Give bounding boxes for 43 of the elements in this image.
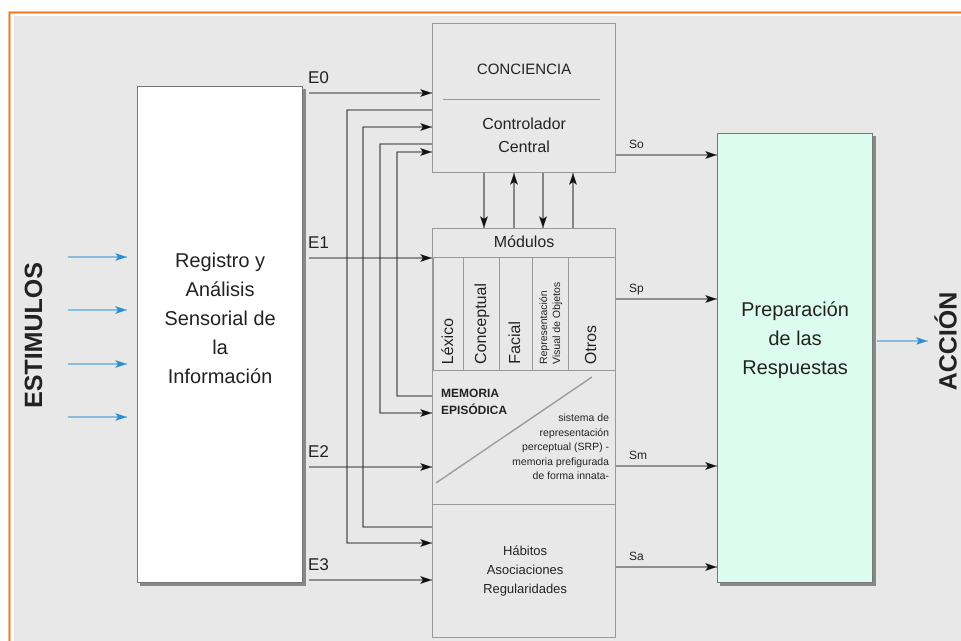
box-label: Controlador Central (481, 115, 567, 158)
arrow (68, 306, 127, 314)
side-label: ESTIMULOS (20, 262, 48, 408)
arrow (616, 563, 717, 571)
module-label: Conceptual (472, 283, 490, 364)
arrow (362, 123, 432, 528)
box-heading: MEMORIA EPISÓDICA (441, 385, 508, 419)
arrow (616, 295, 717, 303)
module-label: Facial (507, 321, 525, 364)
side-label: ACCIÓN (934, 292, 961, 390)
module-label: Léxico (440, 318, 458, 364)
module-label: Otros (583, 324, 601, 364)
process-box (432, 23, 616, 173)
arrow (309, 254, 432, 262)
box-heading: Módulos (492, 234, 556, 252)
box-heading: CONCIENCIA (476, 61, 572, 78)
arrow (68, 413, 127, 421)
arrow (309, 89, 432, 97)
process-box (137, 86, 303, 583)
arrow (309, 463, 432, 471)
arrow (346, 109, 432, 547)
arrow (379, 143, 432, 417)
arrow (569, 173, 577, 228)
module-panel (432, 228, 616, 371)
module-column (433, 257, 464, 371)
arrow (877, 337, 928, 345)
arrow (510, 173, 518, 228)
arrow (309, 576, 432, 584)
memory-panel (432, 370, 616, 505)
arrow (616, 462, 717, 470)
box-label: Hábitos Asociaciones Regularidades (482, 542, 568, 598)
process-box (717, 133, 873, 583)
arrow (480, 173, 488, 228)
memory-panel (432, 504, 616, 638)
arrow (539, 173, 547, 228)
module-label: Representación Visual de Objetos (538, 280, 564, 364)
arrow (396, 148, 432, 397)
box-label: Registro y Análisis Sensorial de la Información (163, 249, 277, 390)
arrow (616, 151, 717, 159)
box-label: Preparación de las Respuestas (740, 298, 850, 381)
box-label: sistema de representación perceptual (SRP) -memoria prefigurada de forma innata- (511, 411, 609, 484)
arrow (68, 253, 127, 261)
arrow (68, 360, 127, 368)
